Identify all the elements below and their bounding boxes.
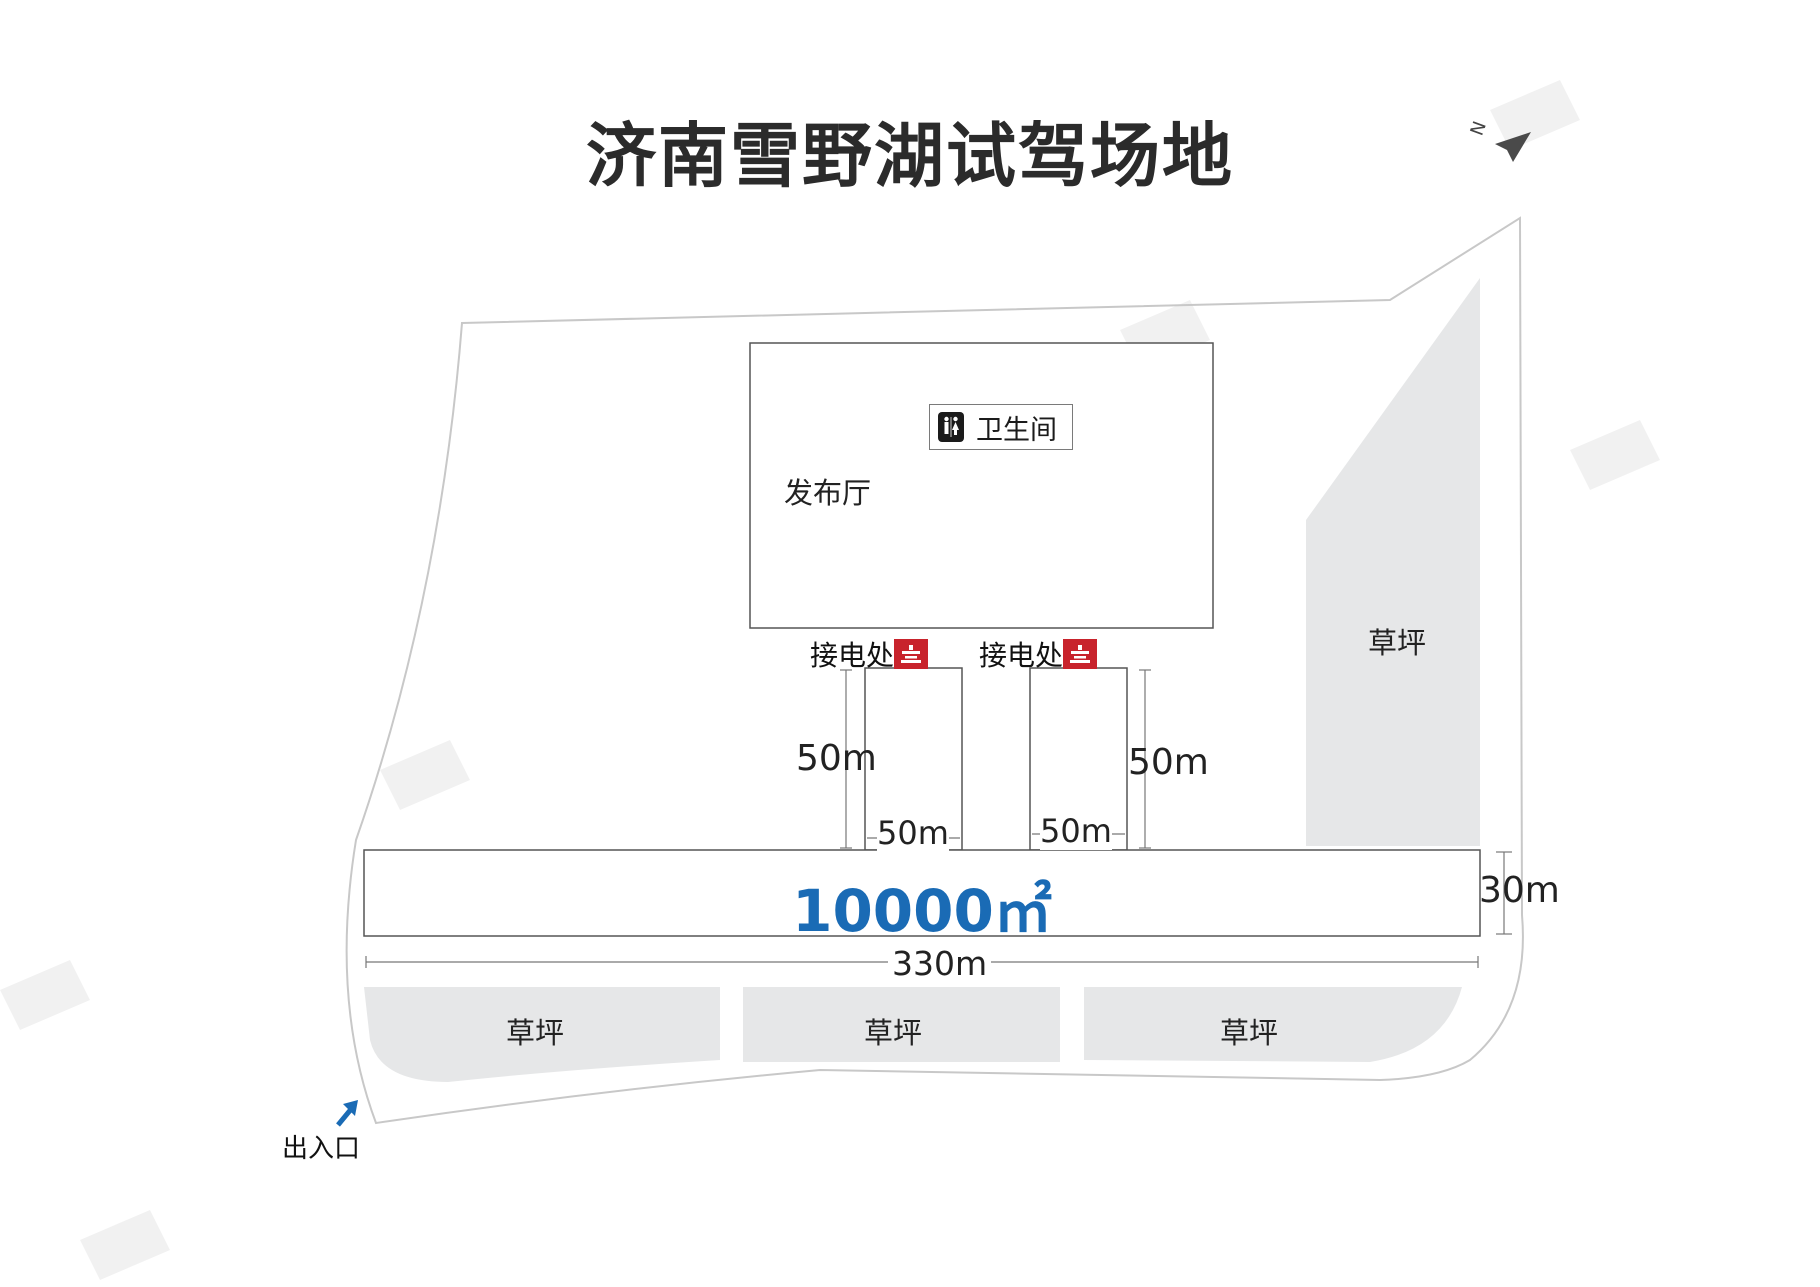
hall-label: 发布厅 [784, 476, 872, 510]
exit-arrow-icon [336, 1100, 358, 1127]
lawn-south-3-label: 草坪 [1220, 1016, 1279, 1050]
power-icon-right [1063, 639, 1098, 669]
lawn-south-2 [743, 987, 1060, 1062]
lawn-east [1306, 278, 1480, 846]
restroom-label: 卫生间 [976, 414, 1057, 446]
dim-strip-height: 30m [1479, 870, 1560, 911]
north-arrow-icon [1495, 132, 1531, 162]
power-label-left: 接电处 [810, 639, 895, 672]
restroom-sign: 卫生间 [929, 404, 1073, 450]
dim-pad-right-height: 50m [1128, 742, 1209, 783]
lawn-east-label: 草坪 [1368, 626, 1427, 660]
page-title: 济南雪野湖试驾场地 [586, 115, 1234, 197]
dim-pad-left-width: 50m [877, 814, 949, 852]
site-boundary [345, 216, 1524, 1125]
restroom-icon [938, 412, 964, 442]
watermark-marks [0, 80, 1660, 1280]
main-strip [363, 849, 1481, 937]
lawn-south-1 [364, 987, 720, 1082]
lawn-south-2-label: 草坪 [864, 1016, 923, 1050]
strip-area-label: 10000㎡ [792, 877, 1052, 945]
dim-strip-length: 330m [888, 944, 992, 983]
hall-building [749, 342, 1214, 629]
power-label-right: 接电处 [979, 639, 1064, 672]
power-point-left: 接电处 [810, 634, 929, 674]
dim-pad-right-width: 50m [1040, 812, 1112, 850]
exit-label: 出入口 [282, 1134, 361, 1164]
power-point-right: 接电处 [979, 634, 1098, 674]
lawn-south-3 [1084, 987, 1462, 1062]
dim-pad-left-height: 50m [796, 738, 877, 779]
lawn-south-1-label: 草坪 [506, 1016, 565, 1050]
power-icon-left [894, 639, 929, 669]
